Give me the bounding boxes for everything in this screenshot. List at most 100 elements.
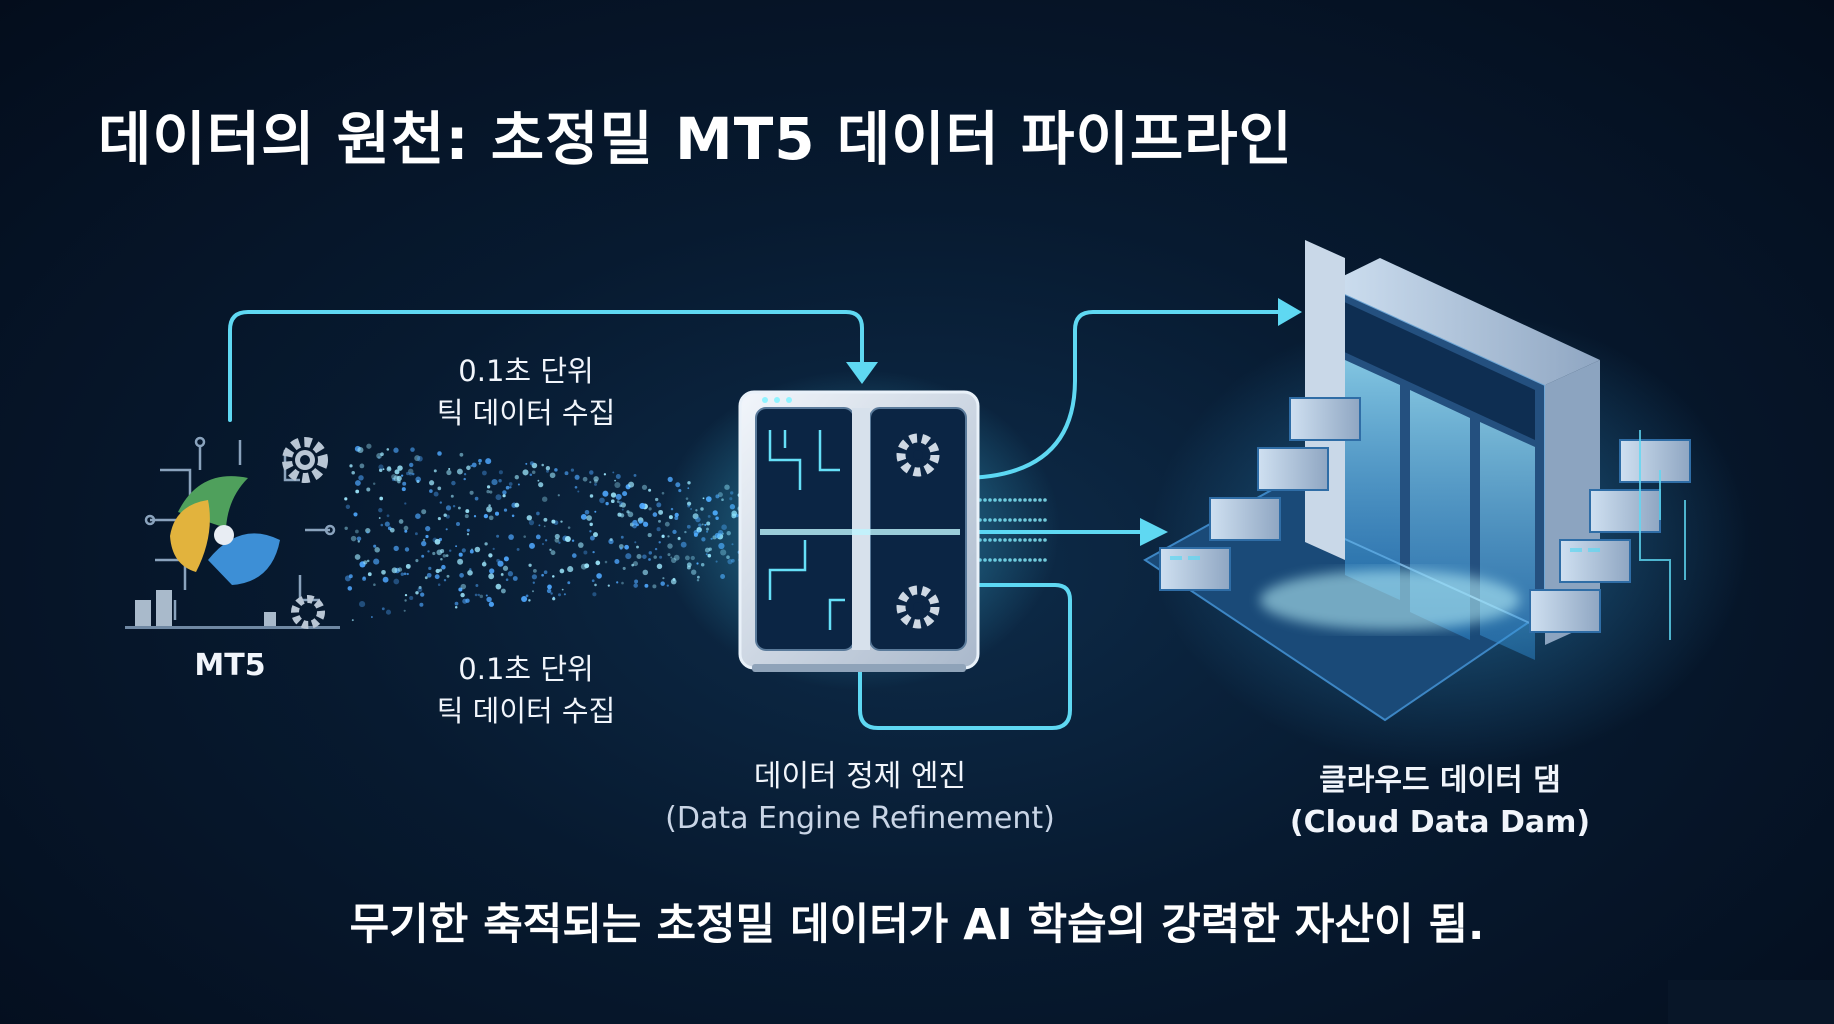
data-particle [435, 568, 440, 574]
data-particle [403, 609, 406, 612]
data-particle [619, 513, 625, 518]
data-particle [554, 468, 558, 472]
mt5-icon [125, 436, 340, 629]
data-particle [387, 466, 392, 471]
data-particle [595, 560, 601, 566]
data-particle [415, 476, 422, 483]
data-particle [400, 572, 404, 576]
data-particle [366, 531, 369, 534]
data-particle [509, 486, 512, 489]
data-particle [521, 595, 528, 603]
gear-icon [896, 433, 940, 477]
tick-rate-line: 0.1초 단위 [458, 652, 594, 686]
data-particle [508, 482, 513, 486]
data-particle [560, 520, 563, 523]
data-particle [658, 541, 661, 544]
gear-icon [282, 437, 328, 483]
data-particle [659, 555, 663, 559]
data-particle [459, 573, 464, 578]
data-particle [488, 515, 494, 521]
data-particle [457, 506, 461, 510]
data-particle [507, 571, 514, 577]
data-particle [538, 524, 541, 527]
data-particle [620, 535, 624, 539]
data-particle [594, 583, 597, 587]
data-particle [357, 446, 364, 454]
data-particle [618, 501, 623, 505]
data-particle [529, 542, 535, 549]
data-particle [426, 572, 432, 578]
data-particle [489, 490, 493, 494]
data-particle [486, 485, 491, 489]
dam-steps-left [1159, 397, 1361, 591]
data-particle [526, 515, 532, 521]
data-particle [410, 447, 415, 452]
data-particle [345, 504, 351, 509]
dam-title: 클라우드 데이터 댐 [1319, 763, 1561, 798]
data-particle [363, 560, 368, 565]
data-particle [592, 592, 597, 597]
data-particle [577, 542, 584, 548]
data-particle [404, 502, 407, 505]
data-particle [550, 550, 556, 556]
data-particle [638, 520, 643, 524]
data-particle [353, 512, 358, 517]
data-particle [378, 517, 381, 519]
data-particle [424, 576, 428, 580]
data-particle [421, 540, 427, 547]
data-particle [486, 596, 492, 603]
data-particle [458, 587, 463, 592]
data-particle [478, 458, 482, 463]
data-particle [583, 550, 588, 555]
data-particle [549, 472, 556, 479]
data-particle [607, 584, 610, 587]
data-particle [397, 465, 403, 471]
data-particle [594, 510, 597, 513]
data-particle [437, 486, 442, 491]
data-particle [450, 494, 454, 498]
data-particle [636, 553, 642, 560]
data-particle [382, 468, 385, 471]
data-particle [531, 590, 535, 593]
data-particle [525, 594, 529, 598]
data-particle [596, 573, 602, 579]
data-particle [404, 593, 408, 597]
data-particle [474, 593, 478, 597]
data-particle [656, 527, 661, 532]
data-particle [610, 499, 615, 504]
data-particle [351, 471, 355, 475]
data-particle [648, 551, 653, 555]
data-particle [466, 528, 470, 532]
tick-rate-line: 0.1초 단위 [458, 354, 594, 388]
data-particle [541, 573, 544, 577]
data-particle [434, 538, 441, 545]
data-particle [508, 534, 514, 540]
dam-steps-right [1529, 439, 1691, 633]
data-particle [397, 567, 403, 572]
data-particle [455, 521, 461, 527]
data-particle [642, 554, 647, 559]
data-particle [463, 477, 466, 481]
data-particle [561, 588, 564, 591]
data-particle [366, 559, 370, 563]
bar-chart-icon [125, 590, 340, 629]
gear-icon [896, 585, 940, 629]
data-particle [550, 592, 553, 595]
data-particle [488, 601, 495, 607]
data-particle [379, 496, 384, 501]
data-particle [589, 535, 595, 541]
data-particle [648, 488, 652, 492]
data-particle [621, 508, 624, 511]
data-particle [615, 493, 622, 500]
data-particle [386, 448, 390, 451]
data-particle [478, 462, 481, 465]
data-particle [609, 537, 613, 542]
data-particle [460, 583, 467, 590]
data-particle [466, 533, 470, 536]
data-particle [434, 574, 440, 580]
data-particle [626, 510, 630, 514]
tick-rate-label-bottom: 0.1초 단위 틱 데이터 수집 [376, 648, 676, 732]
data-particle [531, 470, 536, 474]
data-particle [610, 492, 617, 498]
data-particle [574, 474, 580, 480]
